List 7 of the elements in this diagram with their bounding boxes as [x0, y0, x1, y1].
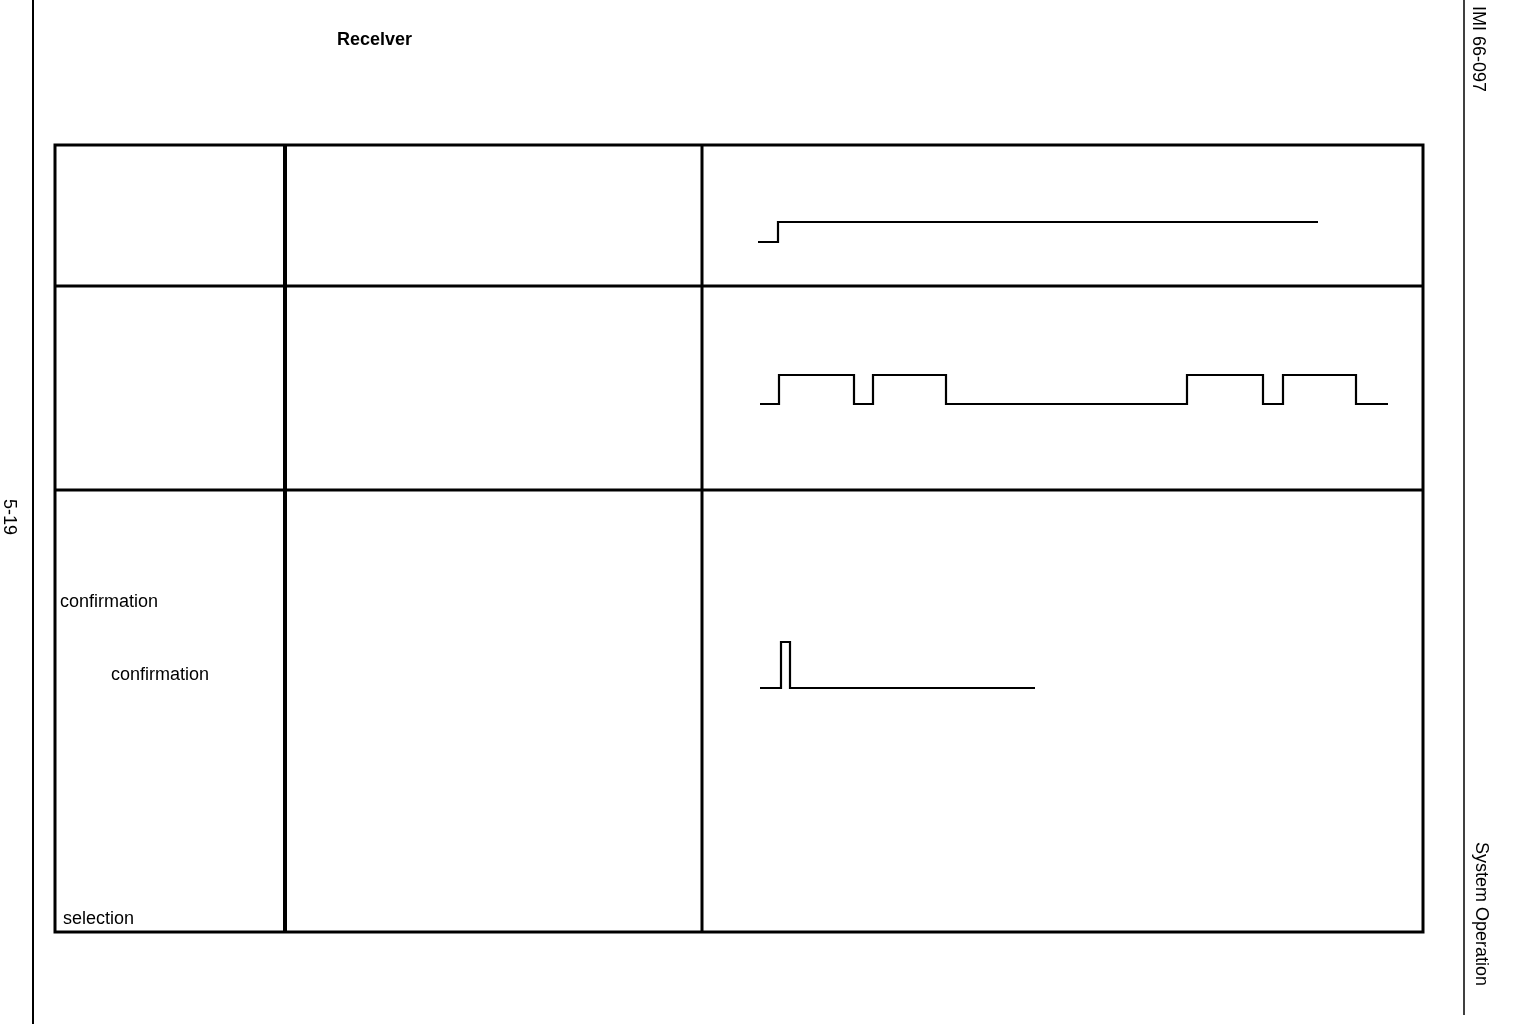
row-label: confirmation: [111, 665, 210, 683]
section-title: System Operation: [1473, 841, 1492, 987]
row-label: selection: [63, 909, 135, 927]
page-number: 5-19: [1, 499, 19, 535]
document-number: IMI 66-097: [1470, 6, 1488, 92]
heading: Recelver: [337, 30, 413, 48]
row-label: confirmation: [60, 592, 159, 610]
